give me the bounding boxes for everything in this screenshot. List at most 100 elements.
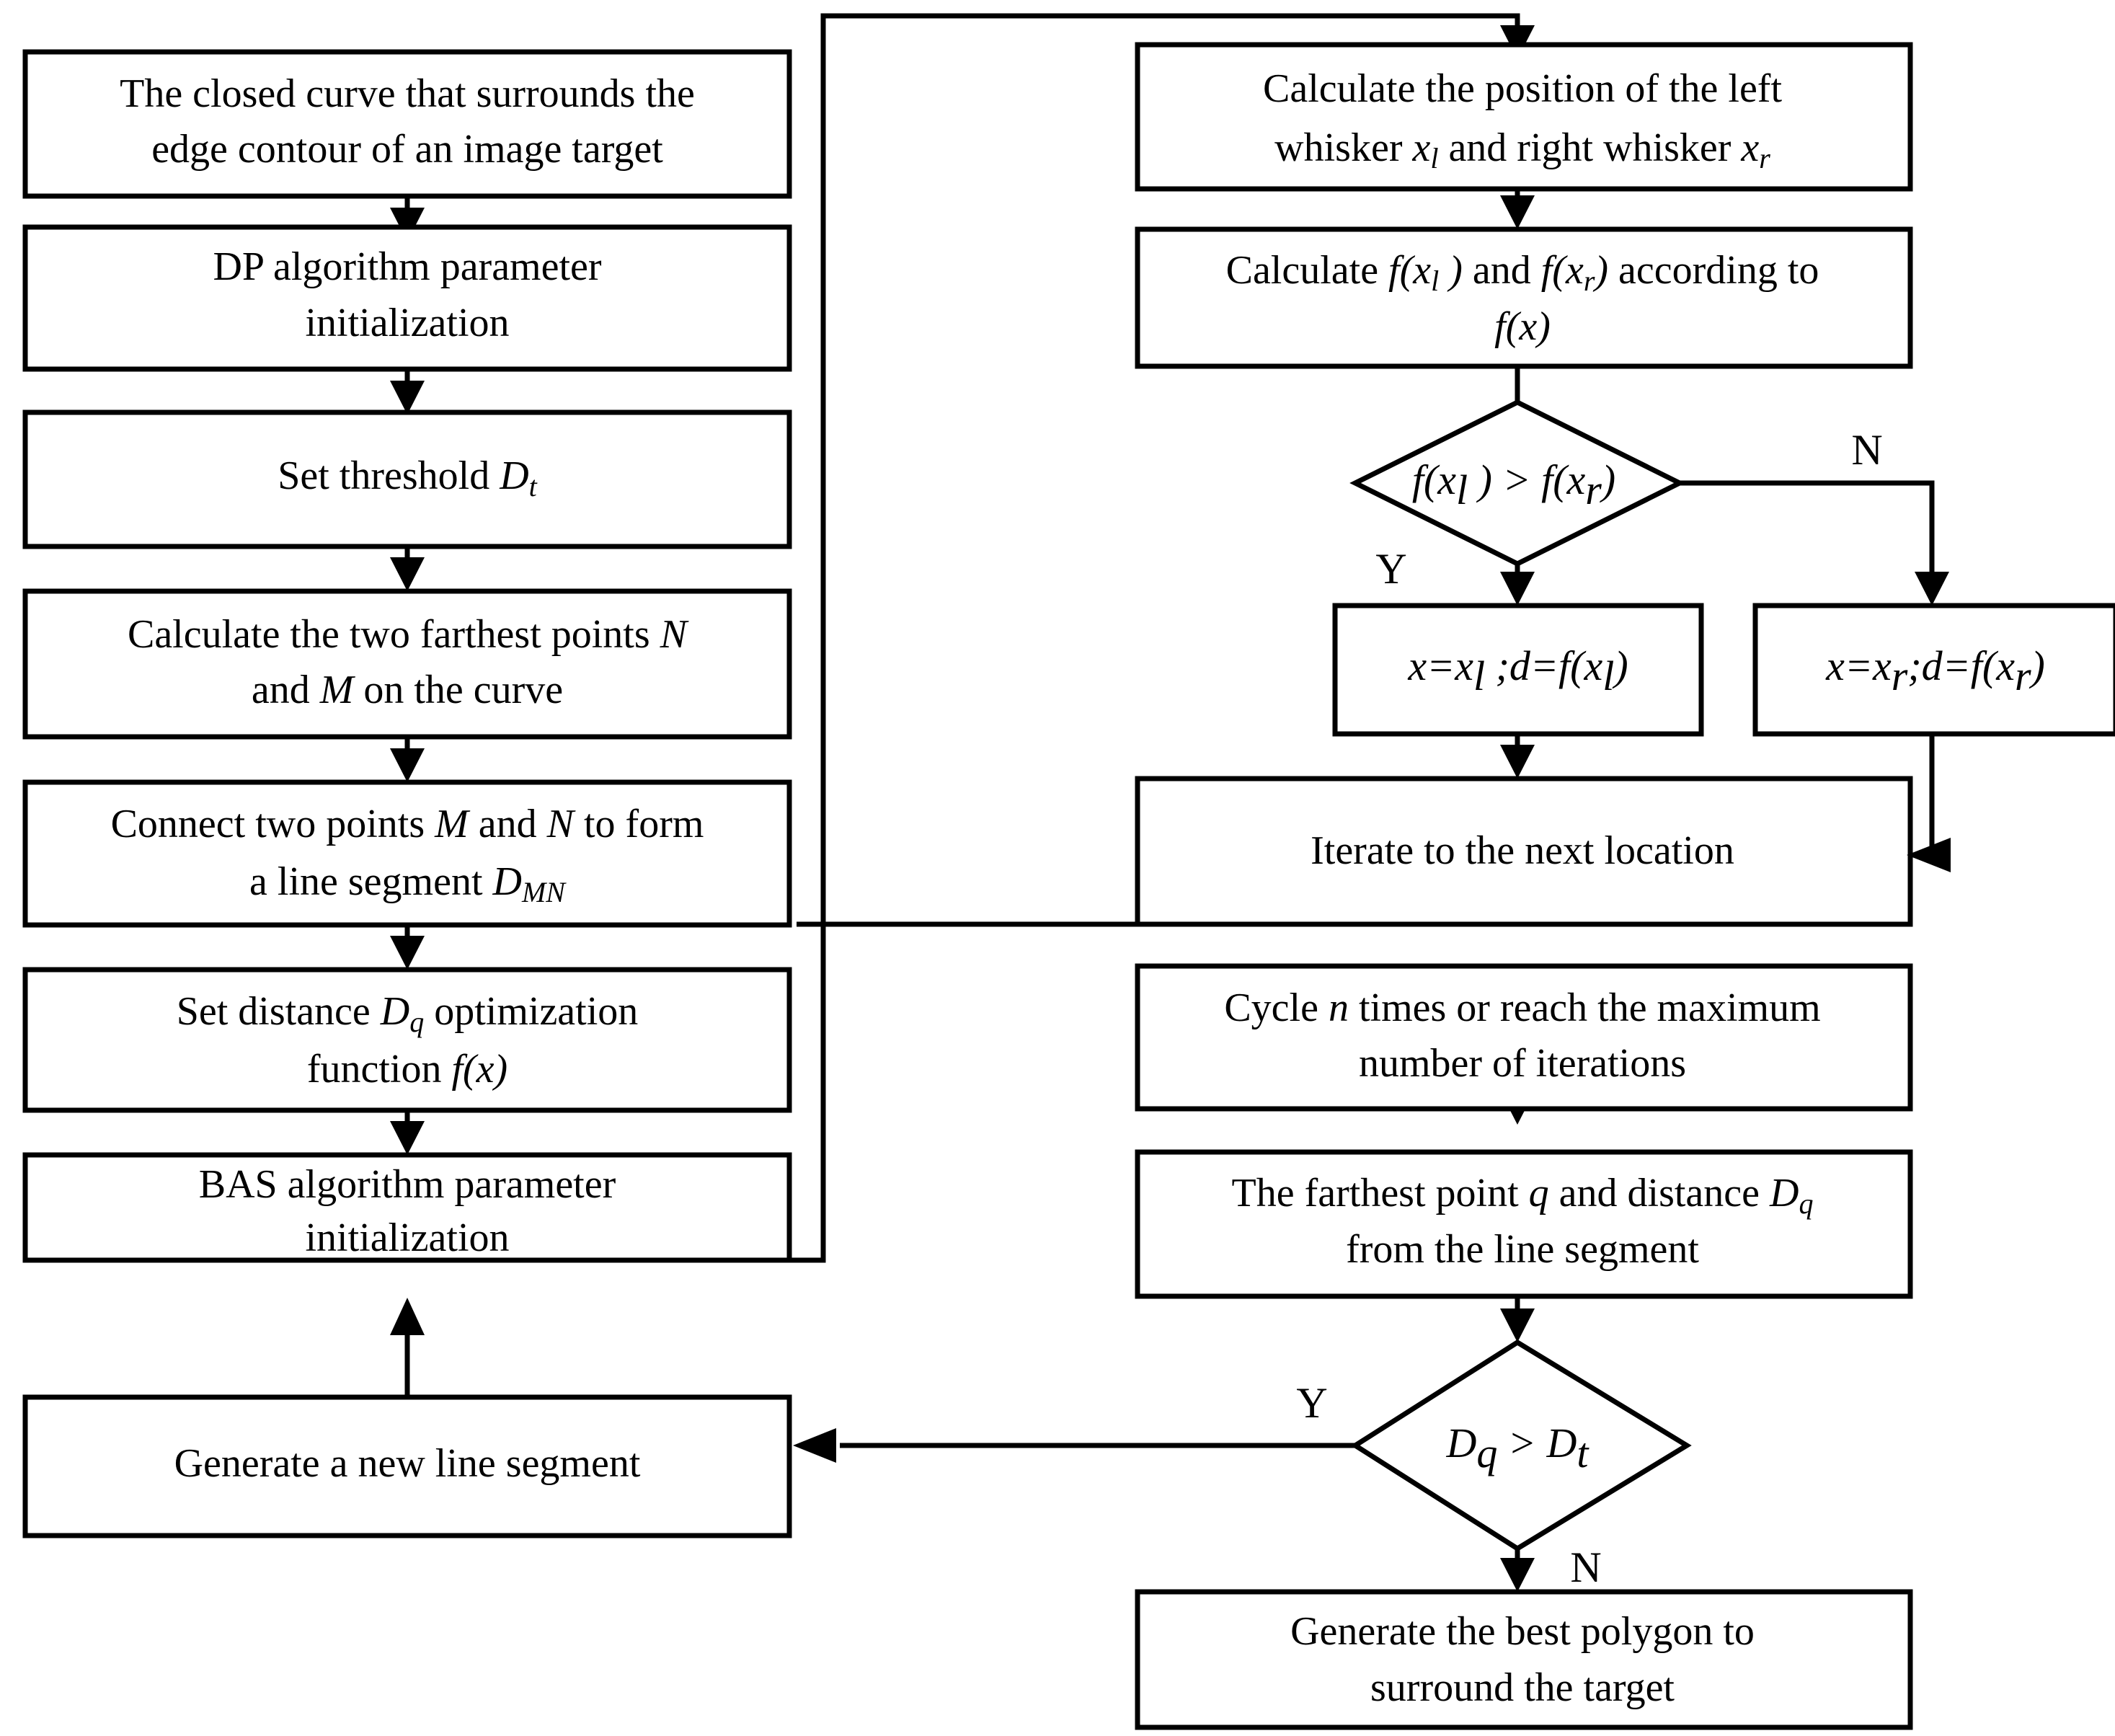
node-assign-right-expr: x=xr;d=f(xr) bbox=[1825, 642, 2045, 699]
assignr-c: ) bbox=[2029, 642, 2045, 689]
edge-connect-points-to-set-distance bbox=[390, 925, 425, 970]
cmpf-sub-l: l bbox=[1456, 466, 1468, 513]
node-best-polygon bbox=[1135, 1589, 1913, 1730]
assignl-c: ) bbox=[1612, 642, 1628, 689]
node-best-polygon-line1: Generate the best polygon to bbox=[1290, 1609, 1755, 1654]
cycle-var-n: n bbox=[1329, 986, 1349, 1030]
two-farthest-suffix: on the curve bbox=[353, 668, 563, 712]
whisker-var-xr: x bbox=[1740, 125, 1759, 170]
cycle-prefix: Cycle bbox=[1224, 986, 1329, 1030]
setdist-sub: q bbox=[409, 1006, 424, 1038]
node-generate-segment bbox=[22, 1394, 792, 1538]
cmpf-a: f(x bbox=[1412, 456, 1456, 503]
two-farthest-and: and bbox=[252, 668, 320, 712]
node-dp-init-line1: DP algorithm parameter bbox=[213, 244, 601, 289]
connect-seg-var: D bbox=[492, 859, 522, 904]
farq-var-q: q bbox=[1529, 1171, 1549, 1215]
node-farthest-q-line2: from the line segment bbox=[1346, 1227, 1699, 1272]
node-compare-d-expr: Dq > Dt bbox=[1445, 1420, 1589, 1476]
connect-prefix: Connect two points bbox=[111, 802, 435, 846]
cmpd-a: D bbox=[1445, 1420, 1476, 1466]
farq-sub-q: q bbox=[1799, 1187, 1813, 1220]
setdist-prefix: Set distance bbox=[177, 989, 381, 1034]
assignl-sub1: l bbox=[1473, 652, 1485, 699]
connect-var-m: M bbox=[434, 802, 471, 846]
node-closed-curve-line2: edge contour of an image target bbox=[151, 127, 663, 172]
assignr-b: ;d=f(x bbox=[1907, 642, 2015, 689]
compare-d-yes-label: Y bbox=[1296, 1379, 1327, 1427]
edge-assign-left-to-iterate-next bbox=[1500, 734, 1535, 779]
calcf-fx: f(x) bbox=[1494, 304, 1551, 349]
calcf-f2b: ) bbox=[1592, 248, 1608, 293]
edge-set-distance-to-bas-init bbox=[390, 1110, 425, 1155]
compare-f-yes-label: Y bbox=[1375, 545, 1406, 593]
edge-compare-d-yes-to-generate-segment bbox=[793, 1428, 1355, 1463]
node-closed-curve bbox=[22, 49, 792, 199]
setdist-var: D bbox=[380, 989, 409, 1034]
compare-f-no-label: N bbox=[1851, 426, 1882, 474]
edge-compare-f-yes-to-assign-left bbox=[1500, 564, 1535, 606]
node-dp-init-line2: initialization bbox=[305, 301, 509, 345]
node-bas-init-line2: initialization bbox=[305, 1215, 509, 1260]
two-farthest-var-m: M bbox=[319, 668, 356, 712]
node-set-distance-line1: Set distance Dq optimization bbox=[177, 989, 639, 1038]
calcf-f1: f(x bbox=[1388, 248, 1431, 293]
assignl-a: x=x bbox=[1407, 642, 1473, 689]
node-set-threshold-text: Set threshold Dt bbox=[278, 453, 537, 502]
node-assign-left-expr: x=xl ;d=f(xl) bbox=[1407, 642, 1628, 699]
edge-dp-init-to-set-threshold bbox=[390, 369, 425, 415]
edge-compare-f-no-to-assign-right bbox=[1680, 480, 1949, 606]
node-two-farthest-line1: Calculate the two farthest points N bbox=[128, 612, 689, 657]
node-calc-f-line2: f(x) bbox=[1494, 304, 1551, 349]
edge-two-farthest-to-connect-points bbox=[390, 737, 425, 782]
cmpd-b: > D bbox=[1497, 1420, 1577, 1466]
node-calc-whiskers-line1: Calculate the position of the left bbox=[1263, 66, 1782, 111]
node-calc-f-line1: Calculate f(xl ) and f(xr) according to bbox=[1226, 248, 1819, 297]
node-assign-right bbox=[1752, 603, 2115, 737]
edge-assign-right-arrowhead bbox=[1907, 734, 1951, 872]
node-calc-whiskers bbox=[1135, 42, 1913, 192]
calcf-sub-l: l bbox=[1431, 265, 1439, 297]
assignr-sub2: r bbox=[2015, 652, 2031, 699]
edge-generate-segment-to-bas-init bbox=[390, 1298, 425, 1397]
node-dp-init bbox=[22, 224, 792, 372]
assignl-b: ;d=f(x bbox=[1485, 642, 1602, 689]
setdist-suffix: optimization bbox=[424, 989, 638, 1034]
whisker-sub-l: l bbox=[1430, 142, 1438, 174]
edge-calc-whiskers-to-calc-f bbox=[1500, 189, 1535, 229]
connect-and: and bbox=[469, 802, 547, 846]
node-set-distance-line2: function f(x) bbox=[307, 1047, 507, 1091]
node-two-farthest-line2: and M on the curve bbox=[252, 668, 563, 712]
node-connect-points bbox=[22, 779, 792, 928]
node-set-threshold bbox=[22, 409, 792, 549]
calcf-prefix: Calculate bbox=[1226, 248, 1388, 293]
node-farthest-q bbox=[1135, 1149, 1913, 1299]
node-set-distance bbox=[22, 967, 792, 1113]
cmpf-c: ) bbox=[1600, 456, 1615, 503]
setdist-fn-var: f(x) bbox=[451, 1047, 507, 1091]
node-cycle-n-line1: Cycle n times or reach the maximum bbox=[1224, 986, 1820, 1030]
cmpf-sub-r: r bbox=[1585, 466, 1602, 513]
cmpd-sub-q: q bbox=[1476, 1430, 1497, 1476]
node-bas-init-line1: BAS algorithm parameter bbox=[199, 1162, 616, 1207]
set-threshold-var: D bbox=[499, 453, 528, 498]
whisker-sub-r: r bbox=[1759, 142, 1770, 174]
calcf-f2: f(x bbox=[1541, 248, 1584, 293]
node-iterate-next bbox=[1135, 776, 1913, 927]
node-calc-whiskers-line2: whisker xl and right whisker xr bbox=[1274, 125, 1770, 174]
calcf-and: and bbox=[1463, 248, 1541, 293]
assignl-sub2: l bbox=[1602, 652, 1614, 699]
set-threshold-prefix: Set threshold bbox=[278, 453, 500, 498]
node-compare-f-expr: f(xl ) > f(xr) bbox=[1412, 456, 1615, 513]
node-cycle-n-line2: number of iterations bbox=[1359, 1041, 1686, 1086]
calcf-suffix: according to bbox=[1608, 248, 1819, 293]
node-calc-f bbox=[1135, 226, 1913, 369]
calcf-f1b: ) bbox=[1439, 248, 1463, 293]
edge-set-threshold-to-two-farthest bbox=[390, 546, 425, 591]
node-compare-d bbox=[1350, 1339, 1692, 1552]
cmpd-sub-t: t bbox=[1577, 1430, 1589, 1476]
whisker-mid: and right whisker bbox=[1438, 125, 1741, 170]
compare-d-no-label: N bbox=[1570, 1544, 1601, 1591]
